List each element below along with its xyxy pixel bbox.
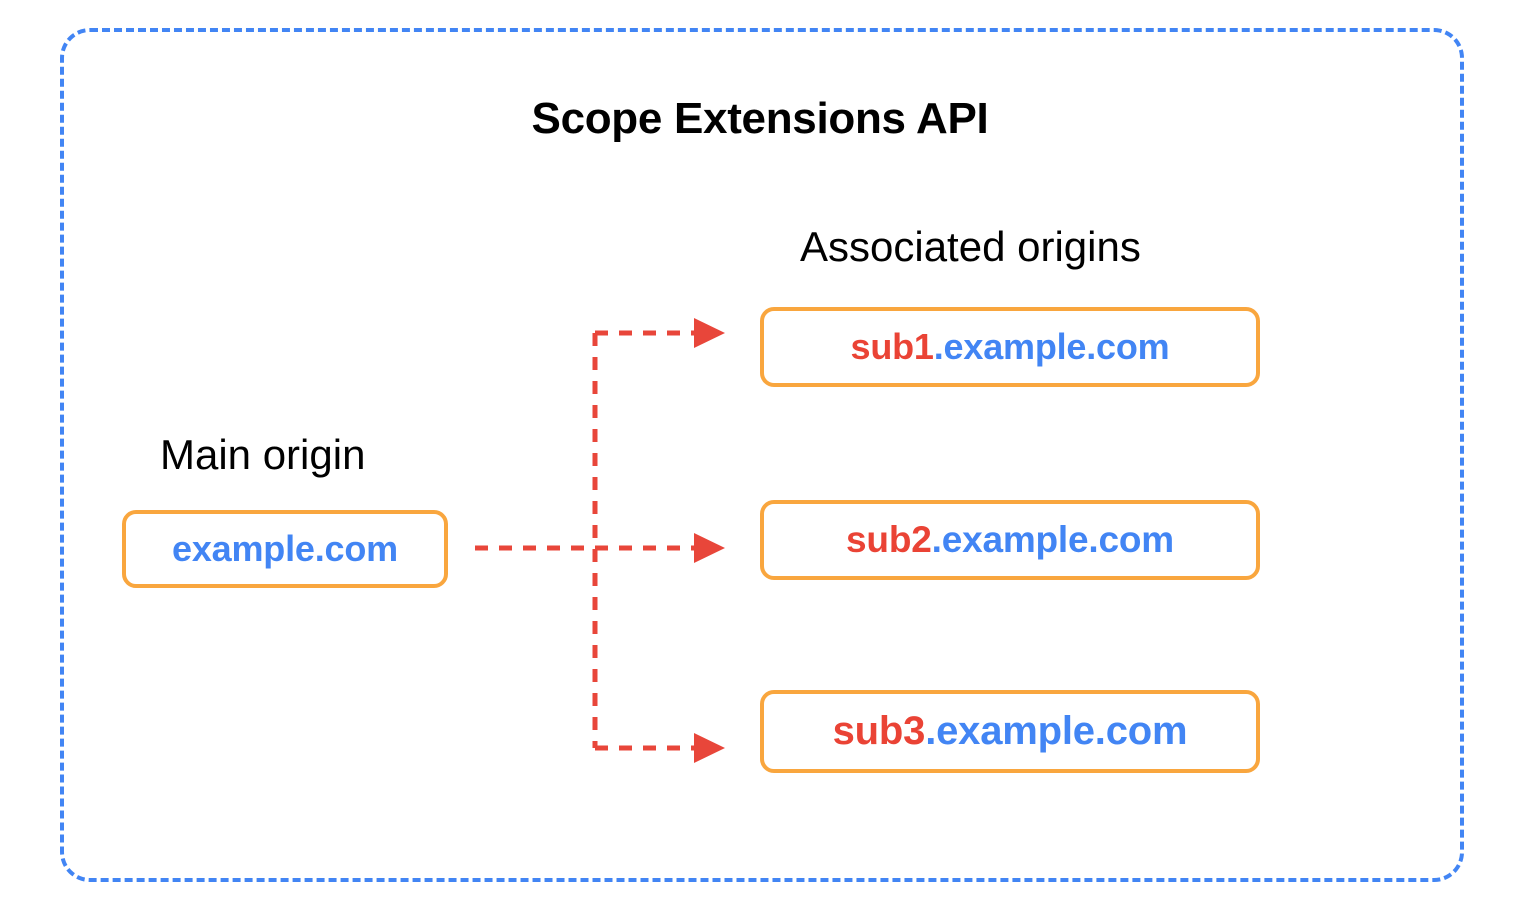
- associated-origin-box-sub1[interactable]: sub1.example.com: [760, 307, 1260, 387]
- page-title: Scope Extensions API: [531, 94, 989, 143]
- sub3-domain: .example.com: [925, 709, 1188, 753]
- associated-origin-box-sub2[interactable]: sub2.example.com: [760, 500, 1260, 580]
- main-origin-domain: example.com: [172, 528, 398, 569]
- sub2-subdomain: sub2: [846, 519, 932, 560]
- main-origin-label: Main origin: [160, 431, 366, 478]
- associated-origins-label: Associated origins: [800, 223, 1141, 270]
- scope-extensions-frame: [60, 28, 1464, 882]
- sub1-domain: .example.com: [933, 326, 1170, 367]
- sub1-subdomain: sub1: [850, 326, 934, 367]
- sub2-domain: .example.com: [931, 519, 1175, 560]
- associated-origin-box-sub3[interactable]: sub3.example.com: [760, 690, 1260, 773]
- sub3-subdomain: sub3: [832, 709, 926, 753]
- main-origin-box[interactable]: example.com: [122, 510, 448, 588]
